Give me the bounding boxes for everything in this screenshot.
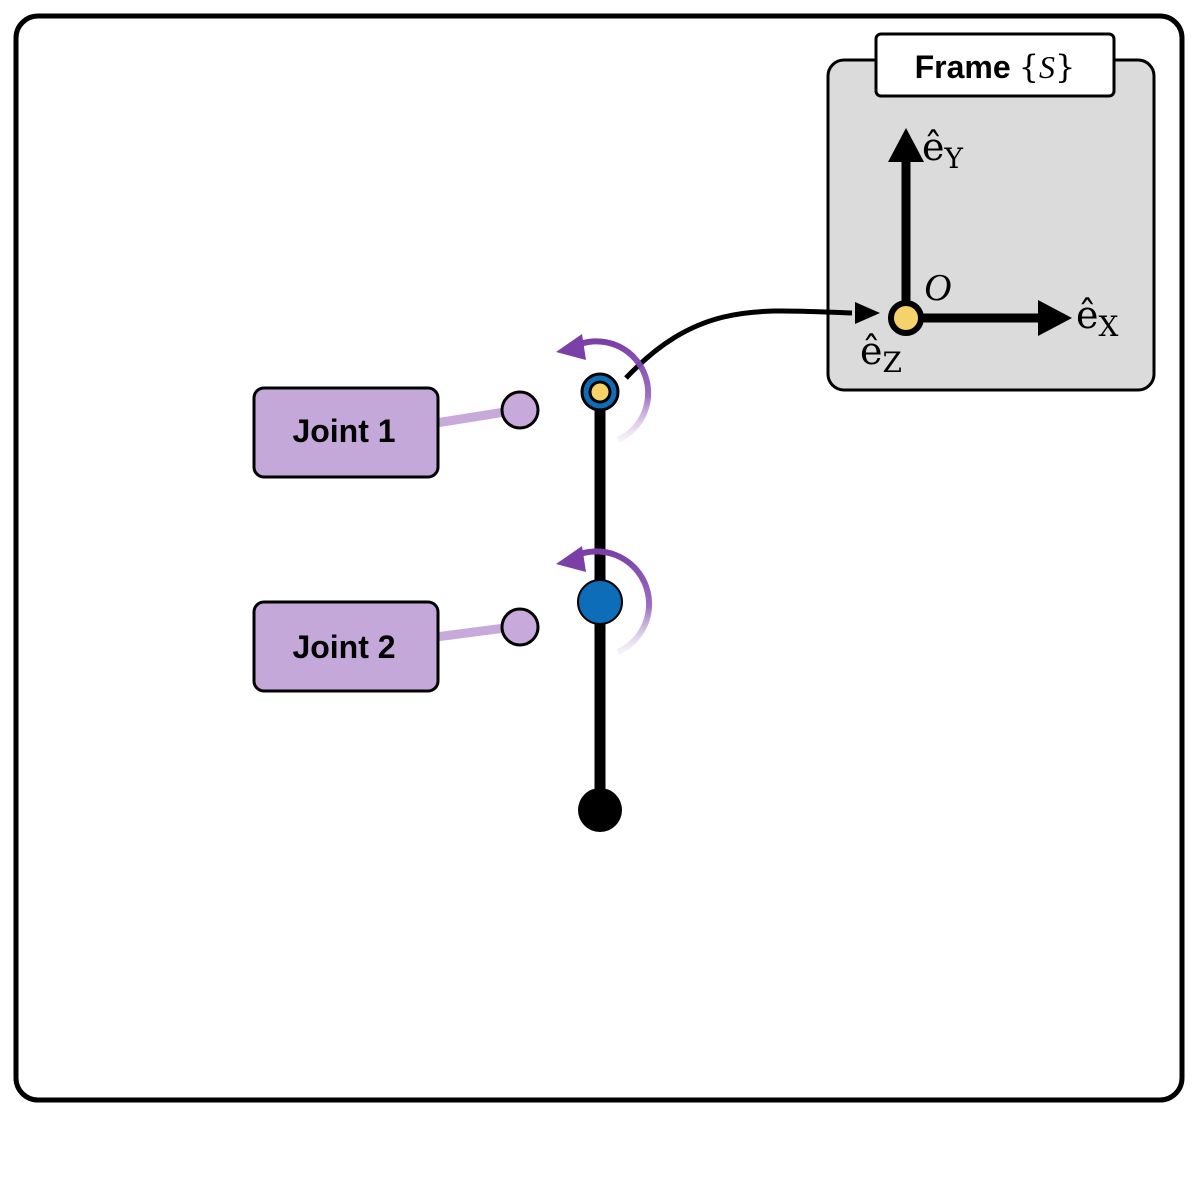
- frame-connector-arrowhead: [855, 302, 880, 324]
- frame-panel: Frame{S} êY êX êZ O: [826, 32, 1156, 392]
- joint-2-label-box: [252, 600, 440, 693]
- joint-2: Joint 2: [252, 546, 653, 693]
- frame-connector-curve: [624, 308, 853, 380]
- rotation-arrowhead: [556, 334, 586, 360]
- joint-2-leader: [435, 623, 506, 642]
- joint-2-marker: [500, 607, 540, 647]
- joint-2-label: Joint 2: [292, 629, 395, 665]
- frame-title: Frame{S}: [915, 48, 1076, 86]
- origin-label: O: [924, 267, 951, 309]
- joint-1-leader: [435, 407, 506, 428]
- joint-1-origin-dot: [588, 380, 612, 404]
- end-effector: [578, 788, 622, 832]
- joint-1-label: Joint 1: [292, 413, 395, 449]
- axis-z-label: êZ: [860, 329, 902, 379]
- y-axis-arrowhead: [888, 128, 924, 162]
- rotation-arrowhead: [556, 546, 586, 572]
- x-axis-arrowhead: [1038, 300, 1072, 336]
- rotation-arrow-icon: [573, 548, 653, 655]
- origin-marker-icon: [888, 300, 924, 336]
- joint-1-label-box: [252, 386, 440, 479]
- axis-y-label: êY: [922, 125, 964, 175]
- frame-title-box: [874, 32, 1116, 98]
- joint-1-marker: [500, 390, 540, 430]
- rotation-arrow-icon: [573, 338, 652, 443]
- joint-1: Joint 1: [252, 334, 652, 479]
- joint-2-pivot: [577, 579, 623, 625]
- axis-x-label: êX: [1076, 293, 1119, 343]
